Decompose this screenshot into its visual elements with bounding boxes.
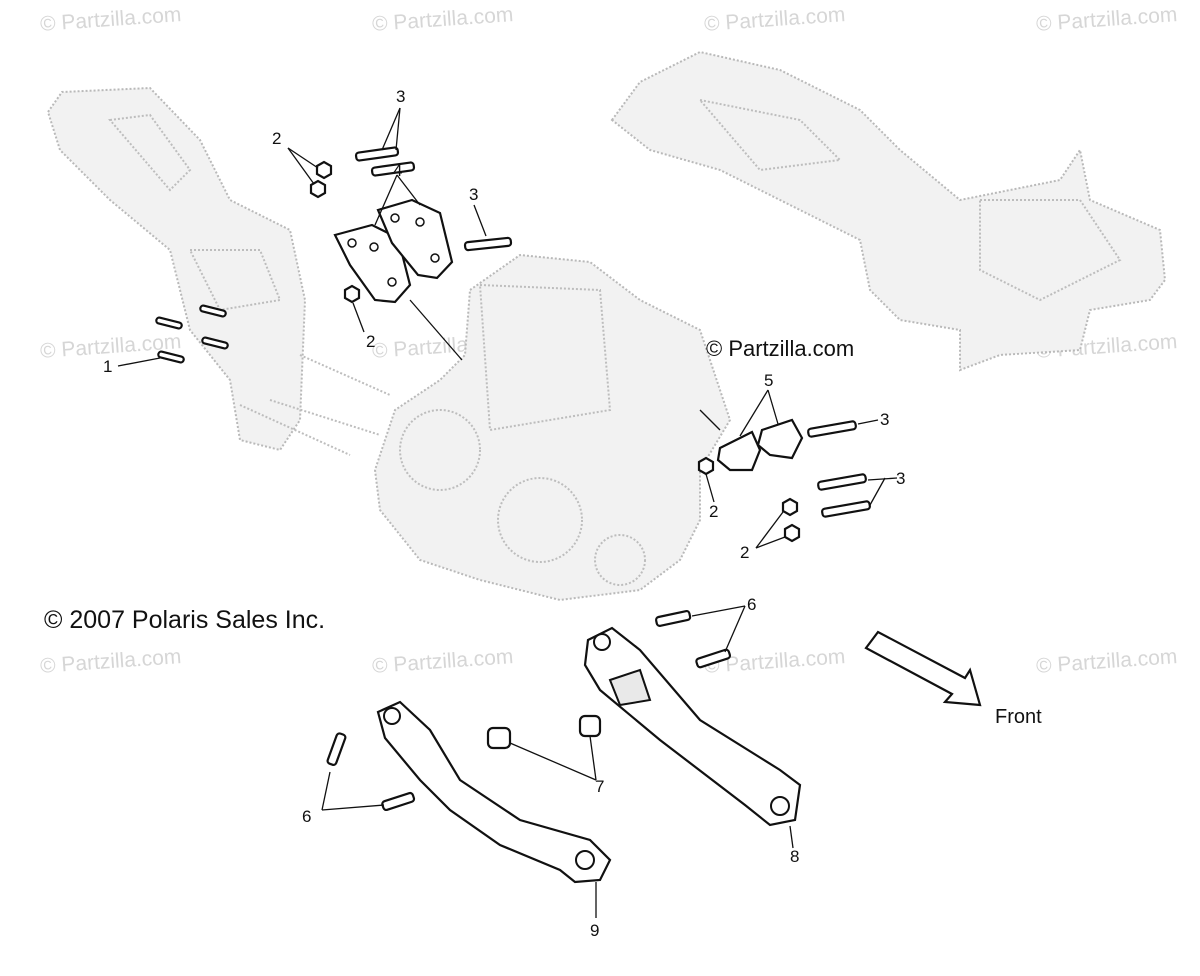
callout-2: 2	[709, 502, 719, 521]
callout-3: 3	[396, 87, 406, 106]
bolt-group-3-right	[807, 420, 871, 518]
front-arrow	[864, 630, 982, 707]
callout-3: 3	[880, 410, 890, 429]
partzilla-mark: © Partzilla.com	[706, 336, 855, 361]
callout-6: 6	[747, 595, 757, 614]
mounting-plate-5	[716, 418, 804, 472]
nut-group-2-right	[697, 456, 801, 543]
callout-4: 4	[393, 161, 403, 180]
callout-8: 8	[790, 847, 800, 866]
nut-group-2-top	[309, 160, 361, 304]
callout-6: 6	[302, 807, 312, 826]
callout-3: 3	[896, 469, 906, 488]
callout-7: 7	[595, 777, 605, 796]
mounting-plate-4	[333, 198, 454, 304]
callout-1: 1	[103, 357, 113, 376]
copyright-notice: © 2007 Polaris Sales Inc.	[44, 606, 326, 634]
left-frame-illustration	[46, 86, 391, 456]
bushing-group-7	[486, 714, 602, 750]
bolt-group-1	[155, 304, 229, 364]
callout-3: 3	[469, 185, 479, 204]
bolt-group-6	[326, 610, 732, 812]
engine-illustration	[373, 253, 732, 602]
callout-2: 2	[740, 543, 750, 562]
callout-2: 2	[272, 129, 282, 148]
front-label: Front	[995, 706, 1042, 728]
callout-5: 5	[764, 371, 774, 390]
callout-2: 2	[366, 332, 376, 351]
bolt-group-3-top	[354, 146, 513, 252]
right-frame-illustration	[610, 50, 1167, 372]
callout-9: 9	[590, 921, 600, 940]
link-arm-9	[376, 700, 612, 884]
link-arm-8	[583, 626, 802, 827]
leader-lines	[117, 107, 898, 918]
